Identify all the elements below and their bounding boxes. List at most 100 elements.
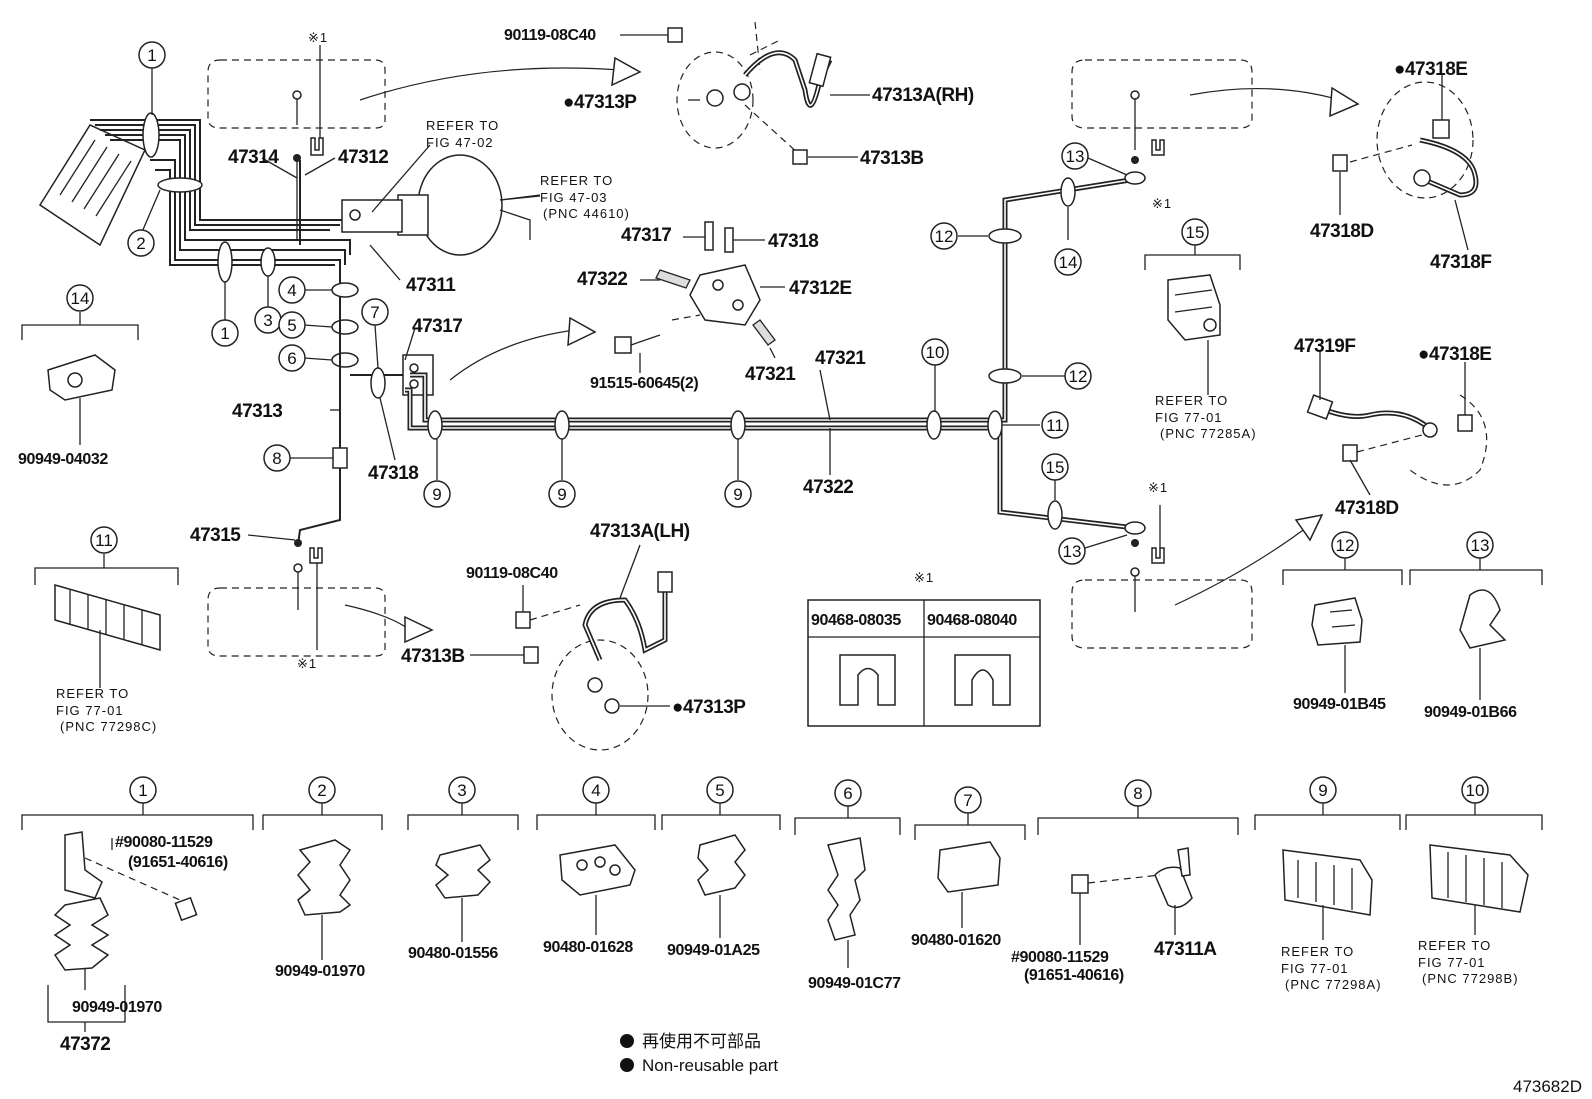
ref-77-01-15-line3: (PNC 77285A) — [1160, 426, 1257, 441]
svg-text:13: 13 — [1471, 536, 1490, 555]
label-47318D-lh: 47318D — [1335, 498, 1399, 519]
ref-77-01-11-line2: FIG 77-01 — [56, 703, 124, 718]
clamp-10 — [926, 410, 942, 440]
flex-hose-lh-group — [470, 544, 673, 751]
callout-3: 3 — [254, 306, 282, 334]
label-90949-01970-a: 90949-01970 — [72, 999, 162, 1016]
label-47312E: 47312E — [789, 278, 852, 299]
clip-detail-12 — [1282, 558, 1403, 693]
proportioning-valve-group — [449, 221, 785, 381]
bolt-90119-lh — [515, 611, 531, 629]
label-47315: 47315 — [190, 525, 241, 546]
ref-77-01-9-line1: REFER TO — [1281, 944, 1354, 959]
label-91515: 91515-60645(2) — [590, 375, 698, 392]
callout-13b: 13 — [1058, 537, 1086, 565]
table-col-90468-08040: 90468-08040 — [927, 612, 1017, 629]
ref-47-02-line2: FIG 47-02 — [426, 135, 494, 150]
clip-detail-box-top-left — [207, 45, 642, 156]
leader-lines — [141, 68, 1128, 549]
svg-text:15: 15 — [1186, 223, 1205, 242]
svg-text:2: 2 — [317, 781, 326, 800]
bottom-clip-row — [21, 803, 1543, 1032]
callout-9a: 9 — [423, 480, 451, 508]
callout-9c: 9 — [724, 480, 752, 508]
note-mark-2: ※1 — [1152, 196, 1172, 211]
legend-en: Non-reusable part — [642, 1056, 778, 1075]
clip-detail-box-bottom-right — [1071, 505, 1324, 649]
ref-47-03-line2: FIG 47-03 — [540, 190, 608, 205]
table-note-mark: ※1 — [914, 570, 934, 585]
callout-15: 15 — [1041, 453, 1069, 481]
label-47322-tube: 47322 — [803, 477, 853, 498]
fitting-47321 — [752, 319, 776, 346]
label-90080-11529-a: #90080-11529 — [115, 834, 213, 851]
label-90949-01B45: 90949-01B45 — [1293, 696, 1386, 713]
callout-14-detail: 14 — [66, 284, 94, 312]
bolt-91515 — [614, 336, 632, 354]
clamp-7 — [370, 367, 386, 399]
clip-detail-13 — [1409, 558, 1543, 700]
label-47313A-rh: 47313A(RH) — [872, 85, 974, 106]
callout-11-detail: 11 — [90, 526, 118, 554]
label-47314: 47314 — [228, 147, 279, 168]
main-brake-tubes — [405, 156, 1146, 547]
legend-dot-en — [620, 1058, 634, 1072]
legend-jp: 再使用不可部品 — [642, 1031, 761, 1051]
svg-text:9: 9 — [1318, 781, 1327, 800]
label-47318E-lh: ●47318E — [1418, 344, 1491, 365]
brake-booster — [417, 154, 503, 256]
ref-77-01-15-line2: FIG 77-01 — [1155, 410, 1223, 425]
label-47313A-lh: 47313A(LH) — [590, 521, 690, 542]
clamp-14 — [1060, 177, 1076, 207]
clamp-9c — [730, 410, 746, 440]
callout-11: 11 — [1041, 411, 1069, 439]
clamp-4 — [331, 282, 359, 298]
svg-text:14: 14 — [71, 289, 90, 308]
callout-7-bottom: 7 — [954, 786, 982, 814]
part-labels: 47314 47312 47311 47313 47315 47317 4731… — [18, 27, 1517, 1055]
label-90949-01970-b: 90949-01970 — [275, 963, 365, 980]
svg-text:7: 7 — [963, 791, 972, 810]
label-91651-40616-a: (91651-40616) — [128, 854, 228, 871]
svg-text:8: 8 — [1133, 784, 1142, 803]
clamp-1b — [217, 241, 233, 283]
clip-detail-11 — [34, 554, 179, 688]
svg-text:11: 11 — [95, 531, 113, 550]
clamp-3 — [260, 247, 276, 277]
ref-77-01-11-line1: REFER TO — [56, 686, 129, 701]
refer-notes: REFER TO FIG 47-02 REFER TO FIG 47-03 (P… — [56, 118, 1518, 992]
label-90119-rh: 90119-08C40 — [504, 27, 596, 44]
svg-text:12: 12 — [935, 227, 954, 246]
svg-text:9: 9 — [733, 485, 742, 504]
svg-text:1: 1 — [138, 781, 147, 800]
svg-text:6: 6 — [287, 349, 296, 368]
label-47318-left: 47318 — [368, 463, 418, 484]
callout-3-bottom: 3 — [448, 776, 476, 804]
bolt-90119-rh — [667, 27, 683, 43]
label-90480-01628: 90480-01628 — [543, 939, 633, 956]
label-47313P-lh: ●47313P — [672, 697, 746, 718]
clamp-15 — [1047, 500, 1063, 530]
svg-text:12: 12 — [1336, 536, 1355, 555]
label-47322-valve: 47322 — [577, 269, 627, 290]
ref-47-03-line3: (PNC 44610) — [543, 206, 630, 221]
svg-text:15: 15 — [1046, 458, 1065, 477]
callout-6: 6 — [278, 344, 306, 372]
label-47312: 47312 — [338, 147, 388, 168]
callout-1-lower: 1 — [211, 319, 239, 347]
clip-detail-box-bottom-left — [207, 547, 434, 657]
label-47321-valve: 47321 — [745, 364, 796, 385]
callout-10: 10 — [921, 338, 949, 366]
callout-5-bottom: 5 — [706, 776, 734, 804]
table-col-90468-08035: 90468-08035 — [811, 612, 901, 629]
ref-77-01-9-line3: (PNC 77298A) — [1285, 977, 1382, 992]
callout-2: 2 — [127, 229, 155, 257]
bolt-47318D-rh — [1332, 154, 1348, 172]
legend: 再使用不可部品 Non-reusable part — [620, 1031, 778, 1075]
ref-77-01-15-line1: REFER TO — [1155, 393, 1228, 408]
label-90949-01A25: 90949-01A25 — [667, 942, 760, 959]
label-47313P-rh: ●47313P — [563, 92, 637, 113]
union-bolt-47317 — [704, 221, 714, 251]
shim-table — [807, 599, 1041, 727]
